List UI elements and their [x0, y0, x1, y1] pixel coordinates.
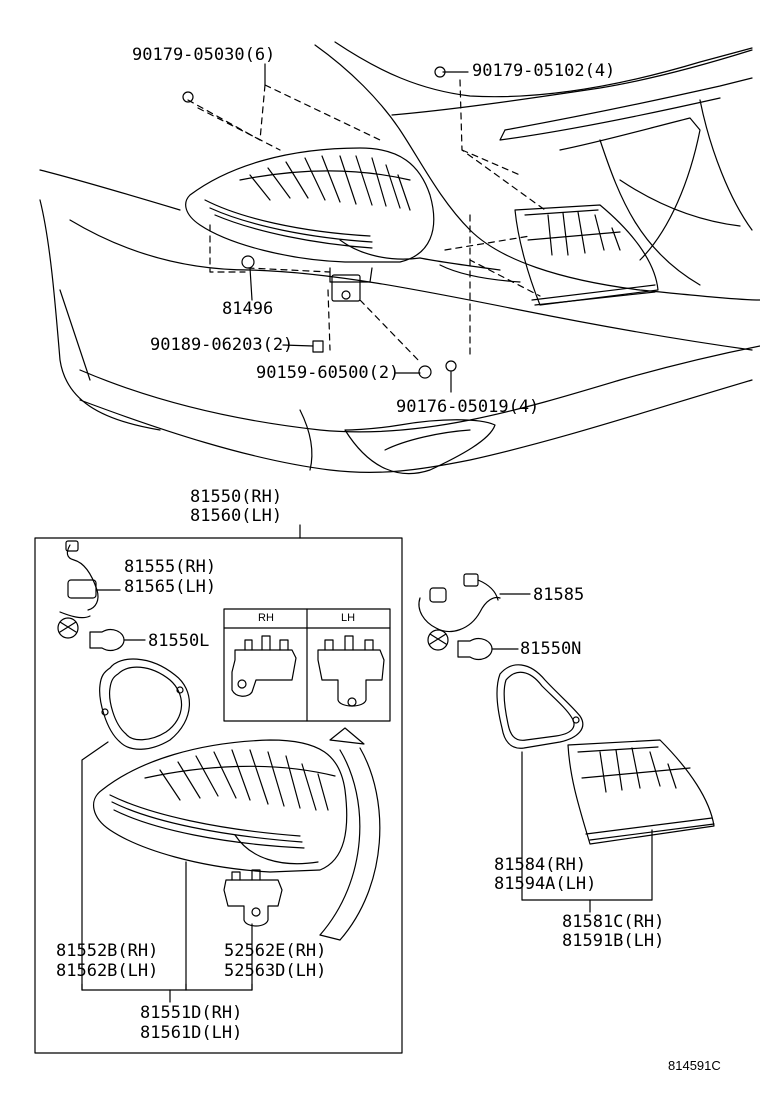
label-81584-rh[interactable]: 81584(RH): [494, 855, 587, 875]
label-81594a-lh[interactable]: 81594A(LH): [494, 874, 597, 894]
bulb-81550n: [457, 637, 519, 661]
vehicle-rear-body: [39, 41, 760, 475]
label-90189-06203[interactable]: 90189-06203(2): [150, 335, 294, 355]
inset-label-rh: RH: [258, 612, 274, 624]
dashed-guides-top: [187, 79, 546, 363]
label-81565-lh[interactable]: 81565(LH): [124, 577, 217, 597]
label-81552b-rh[interactable]: 81552B(RH): [56, 941, 159, 961]
diagram-code: 814591C: [668, 1058, 721, 1073]
fasteners-top: [182, 66, 457, 379]
label-81551d-rh[interactable]: 81551D(RH): [140, 1003, 243, 1023]
label-90176-05019[interactable]: 90176-05019(4): [396, 397, 540, 417]
tail-lamp-exploded: [93, 739, 348, 991]
gasket-right: [496, 664, 584, 901]
inner-lamp-installed: [514, 204, 659, 306]
socket-wire-81555: [57, 540, 121, 639]
label-81560-lh[interactable]: 81560(LH): [190, 506, 283, 526]
label-81550n[interactable]: 81550N: [520, 639, 582, 659]
inset-rh-lh: [223, 608, 391, 722]
label-52562e-rh[interactable]: 52562E(RH): [224, 941, 327, 961]
label-90179-05030[interactable]: 90179-05030(6): [132, 45, 276, 65]
label-81496[interactable]: 81496: [222, 299, 274, 319]
bracket-52562e: [223, 869, 283, 991]
label-81550-rh[interactable]: 81550(RH): [190, 487, 283, 507]
tail-lamp-installed: [185, 147, 435, 302]
label-81555-rh[interactable]: 81555(RH): [124, 557, 217, 577]
leaders-top: [249, 63, 469, 393]
assembly-frame-left: [34, 537, 403, 1054]
label-81562b-lh[interactable]: 81562B(LH): [56, 961, 159, 981]
bulb-81550l: [89, 628, 146, 652]
label-81585[interactable]: 81585: [533, 585, 585, 605]
label-90159-60500[interactable]: 90159-60500(2): [256, 363, 400, 383]
label-81550l[interactable]: 81550L: [148, 631, 210, 651]
label-90179-05102[interactable]: 90179-05102(4): [472, 61, 616, 81]
label-81561d-lh[interactable]: 81561D(LH): [140, 1023, 243, 1043]
inset-label-lh: LH: [341, 612, 356, 624]
gasket-left: [81, 658, 190, 991]
group-bracket-right: [521, 899, 653, 913]
inner-lamp-exploded: [567, 739, 715, 901]
assembly-arrow: [319, 727, 381, 941]
socket-wire-81585: [418, 573, 531, 651]
label-52563d-lh[interactable]: 52563D(LH): [224, 961, 327, 981]
label-81591b-lh[interactable]: 81591B(LH): [562, 931, 665, 951]
group-bracket-left: [81, 983, 253, 1003]
label-81581c-rh[interactable]: 81581C(RH): [562, 912, 665, 932]
